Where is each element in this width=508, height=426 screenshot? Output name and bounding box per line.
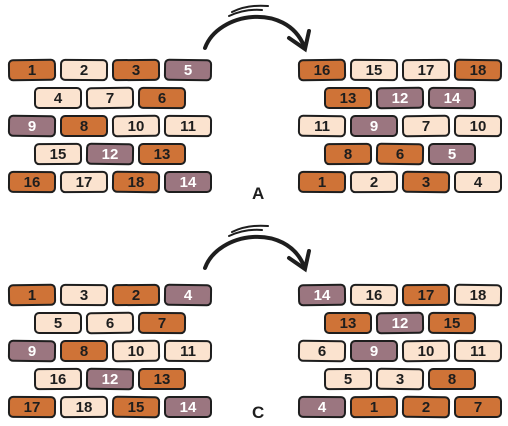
puzzle-a-after-brick-5 — [428, 143, 476, 165]
puzzle-a-before-brick-14-number: 14 — [179, 173, 197, 191]
puzzle-a-before-brick-1-number: 1 — [27, 61, 37, 79]
puzzle-c-before-brick-5-number: 5 — [53, 314, 63, 332]
puzzle-c-after-brick-18-number: 18 — [469, 286, 487, 304]
puzzle-a-after-brick-6-number: 6 — [395, 145, 405, 163]
puzzle-c-before-brick-9-number: 9 — [27, 342, 37, 360]
puzzle-c-before-brick-3-number: 3 — [79, 286, 89, 304]
puzzle-a-before-brick-4-number: 4 — [53, 89, 63, 107]
puzzle-c-after-brick-7-number: 7 — [473, 398, 483, 416]
puzzle-c-before-brick-8 — [60, 340, 108, 362]
puzzle-c-after-brick-10-number: 10 — [417, 342, 435, 360]
puzzle-c-after-brick-17-number: 17 — [417, 286, 435, 304]
puzzle-c-after-brick-16-number: 16 — [365, 286, 383, 304]
puzzle-c-before-brick-5 — [34, 312, 82, 334]
puzzle-a-after-brick-18-number: 18 — [469, 61, 487, 79]
puzzle-c-after-brick-6-number: 6 — [317, 342, 327, 360]
puzzle-c-after-brick-12-number: 12 — [391, 314, 409, 332]
puzzle-c-before-brick-11-number: 11 — [180, 342, 196, 360]
puzzle-a-after-brick-1-number: 1 — [317, 173, 327, 191]
puzzle-c-before-brick-12-number: 12 — [101, 370, 119, 388]
puzzle-a-after-brick-10-number: 10 — [469, 117, 487, 135]
puzzle-a-before-brick-2-number: 2 — [79, 61, 89, 79]
puzzle-a-after-brick-14-number: 14 — [443, 89, 461, 107]
puzzle-c-after-brick-9-number: 9 — [369, 342, 379, 360]
puzzle-c-before-brick-13 — [138, 368, 186, 390]
puzzle-c-after-brick-5-number: 5 — [343, 370, 353, 388]
arrow-a-icon — [203, 4, 311, 53]
puzzle-a-before-brick-6-number: 6 — [157, 89, 167, 107]
puzzle-a-after-brick-12-number: 12 — [391, 89, 409, 107]
puzzle-c-after-brick-1-number: 1 — [369, 398, 379, 416]
puzzle-c-after-brick-2-number: 2 — [421, 398, 431, 416]
puzzle-a-before-brick-10-number: 10 — [127, 117, 145, 135]
puzzle-a-after-brick-13-number: 13 — [339, 89, 357, 107]
puzzle-a-after-brick-11-number: 11 — [314, 117, 330, 135]
puzzle-a-after-brick-13 — [324, 87, 372, 109]
puzzle-a-after-brick-8-number: 8 — [343, 145, 353, 163]
puzzle-c-after-brick-13 — [324, 312, 372, 334]
puzzle-c-after-brick-14-number: 14 — [313, 286, 331, 304]
puzzle-a-before-brick-9-number: 9 — [27, 117, 37, 135]
puzzle-a-before-brick-8-number: 8 — [79, 117, 89, 135]
puzzle-c-before-brick-14-number: 14 — [179, 398, 197, 416]
puzzle-a-after-brick-15-number: 15 — [365, 61, 383, 79]
puzzle-c-before-brick-8-number: 8 — [79, 342, 89, 360]
puzzle-a-before-brick-15-number: 15 — [49, 145, 67, 163]
puzzle-c-after-brick-11-number: 11 — [470, 342, 486, 360]
puzzle-a-after-brick-2-number: 2 — [369, 173, 379, 191]
puzzle-c-after-brick-3-number: 3 — [395, 370, 405, 388]
puzzle-a-before-brick-12-number: 12 — [101, 145, 119, 163]
puzzle-a-before-brick-5-number: 5 — [183, 61, 193, 79]
puzzle-a-after-brick-4 — [454, 171, 502, 193]
puzzle-a-after-brick-17-number: 17 — [417, 61, 435, 79]
puzzle-c-before-brick-10-number: 10 — [127, 342, 145, 360]
puzzle-c-after-brick-8 — [428, 368, 476, 390]
puzzle-c-before-brick-18-number: 18 — [75, 398, 93, 416]
puzzle-a-before-brick-3-number: 3 — [131, 61, 141, 79]
puzzle-a-before-brick-4 — [34, 87, 82, 109]
puzzle-c-before-brick-4-number: 4 — [183, 286, 193, 304]
puzzle-c-after-brick-7 — [454, 396, 502, 418]
puzzle-c-before-brick-7-number: 7 — [157, 314, 167, 332]
puzzle-a-label: A — [252, 184, 265, 203]
puzzle-c-before-brick-16-number: 16 — [49, 370, 67, 388]
puzzle-a-before-brick-13-number: 13 — [153, 145, 171, 163]
puzzle-c-before-brick-14 — [164, 396, 212, 418]
puzzle-a-after-brick-9-number: 9 — [369, 117, 379, 135]
puzzle-a-after-brick-5-number: 5 — [447, 145, 457, 163]
puzzle-c-before-brick-13-number: 13 — [153, 370, 171, 388]
puzzle-a-before-brick-14 — [164, 171, 212, 193]
puzzle-a-before-brick-16-number: 16 — [23, 173, 41, 191]
puzzle-c-after-brick-13-number: 13 — [339, 314, 357, 332]
puzzle-c-before-brick-15-number: 15 — [127, 398, 145, 416]
puzzle-c-after-brick-8-number: 8 — [447, 370, 457, 388]
puzzle-a-after-brick-7-number: 7 — [421, 117, 431, 135]
puzzle-a-after-brick-9 — [350, 115, 398, 137]
puzzle-c-after-brick-15-number: 15 — [443, 314, 461, 332]
puzzle-a-before-brick-18-number: 18 — [127, 173, 145, 191]
puzzle-c-after-brick-4-number: 4 — [317, 398, 327, 416]
puzzle-a-after-brick-4-number: 4 — [473, 173, 483, 191]
puzzle-a-after-brick-3-number: 3 — [421, 173, 431, 191]
puzzle-a-before-brick-8 — [60, 115, 108, 137]
puzzle-a-before-brick-13 — [138, 143, 186, 165]
puzzle-c-label: C — [252, 403, 265, 422]
puzzle-c-before-brick-17-number: 17 — [23, 398, 41, 416]
arrow-c-icon — [203, 224, 311, 273]
puzzle-a-after-brick-16-number: 16 — [313, 61, 331, 79]
puzzle-c-after-brick-9 — [350, 340, 398, 362]
puzzle-c-before-brick-1-number: 1 — [27, 286, 37, 304]
puzzle-a-before-brick-11-number: 11 — [180, 117, 196, 135]
puzzle-c-before-brick-2-number: 2 — [131, 286, 141, 304]
puzzle-c-before-brick-6-number: 6 — [105, 314, 115, 332]
puzzle-a-before-brick-7-number: 7 — [105, 89, 115, 107]
puzzle-a-before-brick-17-number: 17 — [75, 173, 93, 191]
